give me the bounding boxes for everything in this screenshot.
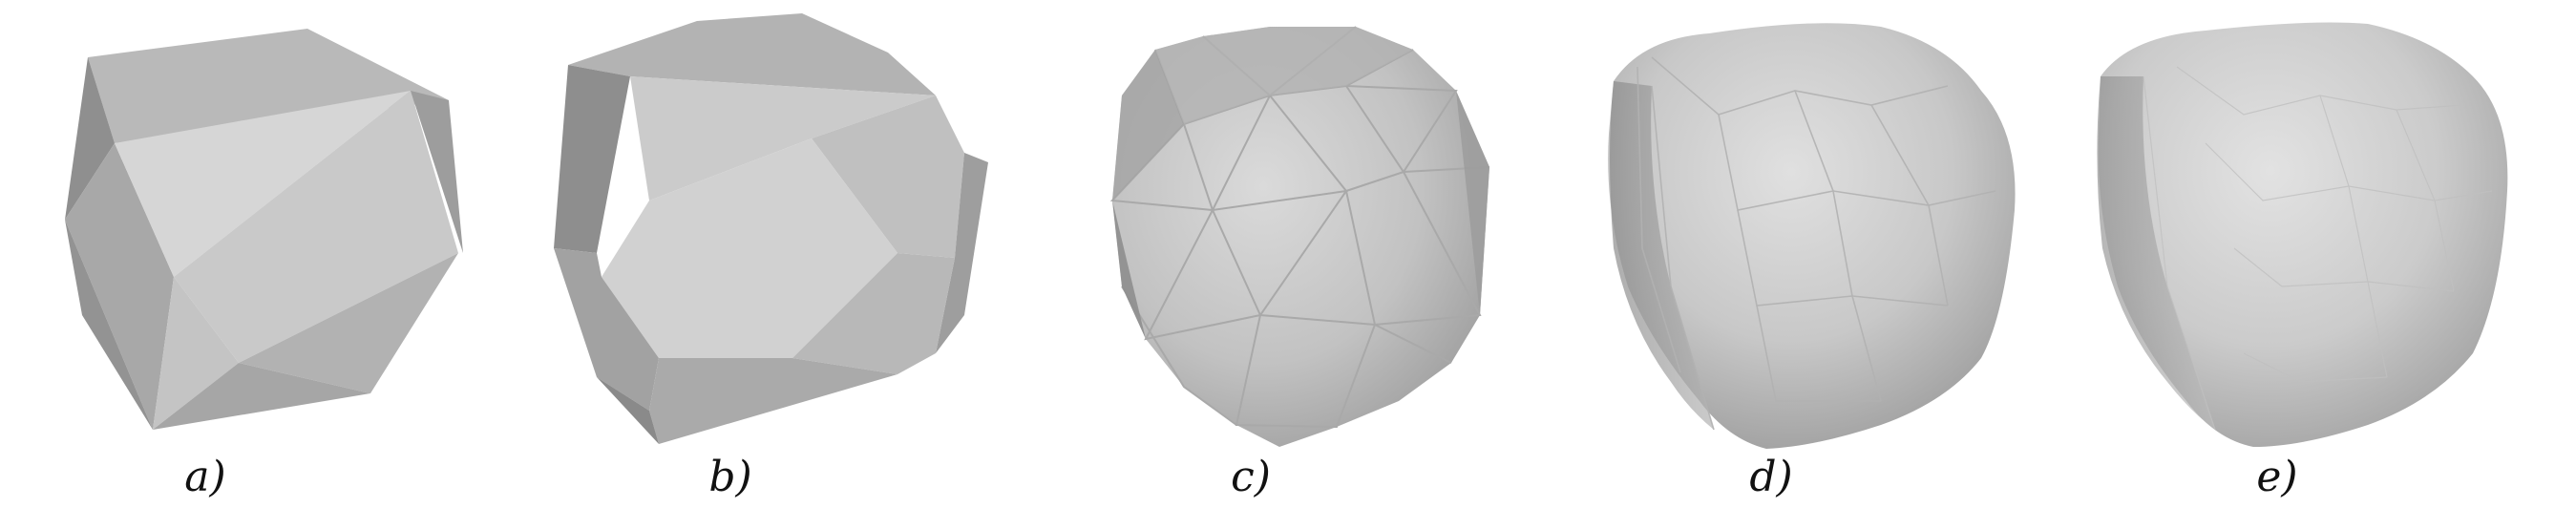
panel-c-label: c) xyxy=(1231,453,1271,501)
panel-c: c) xyxy=(1031,0,1547,529)
mesh-a-face xyxy=(153,277,239,430)
mesh-b xyxy=(554,13,988,444)
mesh-c-face xyxy=(1155,27,1413,124)
panel-e-label: e) xyxy=(2256,453,2298,501)
mesh-a-face xyxy=(153,363,370,430)
mesh-a-face xyxy=(88,29,449,143)
mesh-a xyxy=(65,29,463,430)
mesh-b-face xyxy=(597,377,659,444)
panel-d: d) xyxy=(1547,0,2062,529)
panel-b-label: b) xyxy=(708,453,752,501)
mesh-a-face xyxy=(65,57,115,220)
mesh-b-face xyxy=(812,95,964,258)
panel-e: e) xyxy=(2062,0,2576,529)
mesh-c-face xyxy=(1456,91,1489,315)
mesh-a-face xyxy=(65,220,153,430)
mesh-d-surface xyxy=(1608,23,2016,450)
mesh-a-face xyxy=(239,253,458,393)
mesh-a-face xyxy=(411,91,463,253)
mesh-c-face xyxy=(1112,201,1146,339)
mesh-b-face xyxy=(602,138,897,358)
mesh-e xyxy=(2097,22,2508,447)
mesh-c-face xyxy=(1112,50,1184,201)
mesh-c-surface xyxy=(1112,27,1489,447)
panel-b: b) xyxy=(516,0,1031,529)
mesh-d-side xyxy=(1610,81,1714,430)
mesh-e-edges xyxy=(2143,66,2493,431)
panel-a: a) xyxy=(0,0,516,529)
mesh-d-edges xyxy=(1636,56,1996,431)
mesh-e-surface xyxy=(2098,22,2508,447)
mesh-b-face xyxy=(936,153,988,353)
mesh-b-face xyxy=(649,358,897,444)
mesh-a-face xyxy=(115,91,411,277)
panel-d-label: d) xyxy=(1749,453,1793,501)
mesh-b-face xyxy=(792,253,955,374)
mesh-c xyxy=(1109,26,1490,447)
mesh-a-face xyxy=(65,143,174,430)
mesh-b-face xyxy=(568,13,936,95)
mesh-b-face xyxy=(554,248,659,411)
panel-a-label: a) xyxy=(184,453,226,501)
mesh-a-face xyxy=(174,91,458,363)
mesh-b-face xyxy=(554,65,630,253)
mesh-b-face xyxy=(630,76,936,201)
mesh-d xyxy=(1608,23,2016,450)
